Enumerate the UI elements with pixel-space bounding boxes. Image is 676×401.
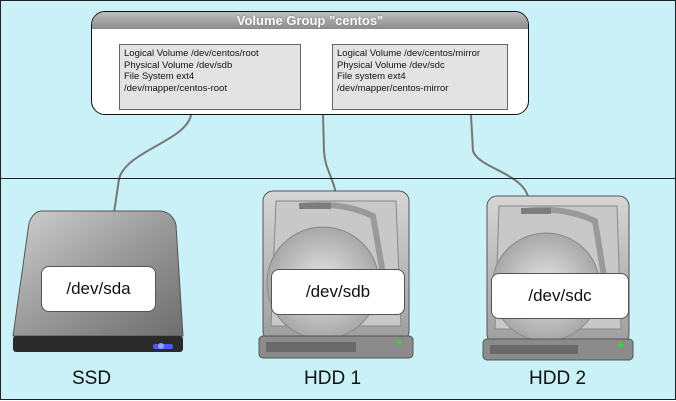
- logical-volume-mirror-box: Logical Volume /dev/centos/mirror Physic…: [332, 44, 508, 110]
- device-label-sda: /dev/sda: [41, 266, 156, 312]
- lv-mirror-file-system: File system ext4: [337, 71, 406, 82]
- lv-mirror-physical-volume: Physical Volume /dev/sdc: [337, 59, 445, 71]
- lv-root-logical-volume: Logical Volume /dev/centos/root: [124, 48, 259, 59]
- device-label-sdb: /dev/sdb: [271, 269, 405, 315]
- lv-root-physical-volume: Physical Volume /dev/sdb: [124, 59, 233, 71]
- lv-mirror-logical-volume: Logical Volume /dev/centos/mirror: [337, 48, 481, 59]
- drive-name-hdd2: HDD 2: [529, 368, 587, 389]
- lv-root-mapper: /dev/mapper/centos-root: [124, 82, 227, 94]
- device-label-sdc: /dev/sdc: [491, 273, 629, 319]
- lv-mirror-mapper: /dev/mapper/centos-mirror: [337, 82, 449, 94]
- divider-line: [1, 178, 676, 179]
- cable-sdc: [470, 114, 530, 202]
- cable-sda: [113, 114, 192, 214]
- drive-name-hdd1: HDD 1: [304, 368, 362, 389]
- volume-group-title: Volume Group "centos": [92, 12, 528, 29]
- volume-group-box: Volume Group "centos" Logical Volume /de…: [91, 11, 529, 115]
- logical-volume-root-box: Logical Volume /dev/centos/root Physical…: [119, 44, 301, 110]
- cable-sdb: [322, 114, 338, 202]
- drive-name-ssd: SSD: [72, 368, 112, 389]
- lv-root-file-system: File System ext4: [124, 71, 195, 82]
